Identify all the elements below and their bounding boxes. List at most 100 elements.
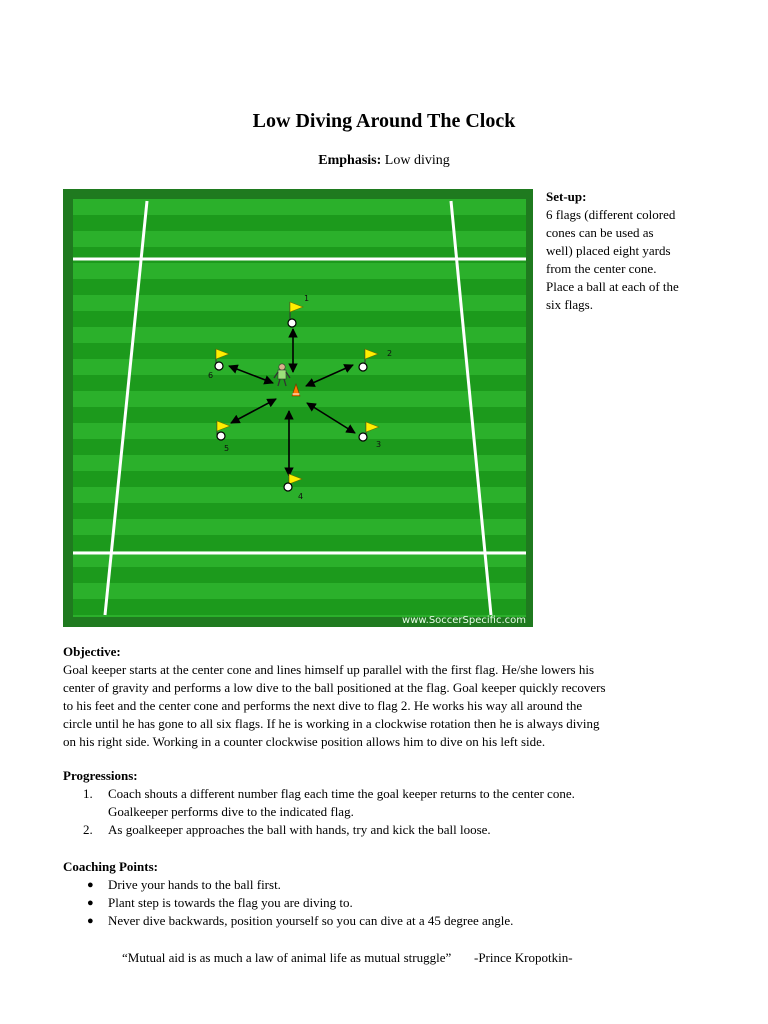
grass-stripe (73, 519, 526, 535)
list-item-text: Drive your hands to the ball first. (108, 877, 281, 892)
arrow-to-flag-5 (230, 398, 277, 424)
flag-1: 1 (287, 294, 309, 328)
objective-line: Goal keeper starts at the center cone an… (63, 662, 595, 677)
bullet-icon: ● (87, 879, 94, 891)
ball-icon (283, 482, 293, 492)
flag-6: 6 (208, 348, 230, 380)
watermark: www.SoccerSpecific.com (402, 615, 526, 626)
grass-stripe (73, 199, 526, 215)
list-item: ● Plant step is towards the flag you are… (63, 894, 723, 912)
grass-stripe (73, 279, 526, 295)
arrow-to-flag-3 (306, 402, 356, 434)
grass-stripe (73, 295, 526, 311)
grass-stripe (73, 263, 526, 279)
grass-stripe (73, 599, 526, 615)
flag-3: 3 (358, 421, 381, 449)
field-lines (73, 200, 526, 616)
list-item-text: Plant step is towards the flag you are d… (108, 895, 353, 910)
coaching-points-section: Coaching Points: ● Drive your hands to t… (63, 858, 723, 930)
flag-number: 3 (376, 440, 381, 449)
list-item-text: Never dive backwards, position yourself … (108, 913, 514, 928)
flag-4: 4 (283, 473, 303, 501)
emphasis-line: Emphasis: Low diving (0, 153, 768, 169)
setup-line: from the center cone. (546, 261, 657, 276)
flag-number: 2 (387, 349, 392, 358)
setup-line: well) placed eight yards (546, 243, 671, 258)
grass-stripe (73, 535, 526, 551)
closing-quote: “Mutual aid is as much a law of animal l… (122, 950, 573, 965)
flag-icon (289, 301, 304, 313)
grass-stripe (73, 407, 526, 423)
progressions-section: Progressions: 1. Coach shouts a differen… (63, 767, 723, 839)
grass-stripe (73, 359, 526, 375)
flag-icon (216, 420, 231, 432)
flag-2: 2 (358, 348, 392, 372)
drill-diagram: 1 2 3 4 5 6 (63, 189, 533, 627)
grass-stripe (73, 615, 526, 617)
grass-stripe (73, 551, 526, 567)
flag-icon (364, 348, 379, 360)
arrow-to-flag-6 (228, 364, 274, 385)
dive-arrows (228, 328, 356, 477)
list-item-line: Goalkeeper performs dive to the indicate… (108, 804, 354, 819)
page-title: Low Diving Around The Clock (252, 110, 516, 132)
ball-icon (358, 432, 368, 442)
grass-stripe (73, 503, 526, 519)
list-item: 2. As goalkeeper approaches the ball wit… (63, 821, 723, 839)
flag-icon (365, 421, 380, 433)
grass-stripe (73, 311, 526, 327)
ball-icon (214, 361, 224, 371)
grass-stripe (73, 343, 526, 359)
grass-stripe (73, 375, 526, 391)
setup-line: cones can be used as (546, 225, 654, 240)
grass-stripe (73, 439, 526, 455)
objective-line: center of gravity and performs a low div… (63, 680, 606, 695)
grass-stripe (73, 423, 526, 439)
objective-line: circle until he has gone to all six flag… (63, 716, 600, 731)
list-item: 1. Coach shouts a different number flag … (63, 785, 723, 821)
flag-icon (215, 348, 230, 360)
emphasis-value: Low diving (381, 153, 450, 168)
list-item: ● Never dive backwards, position yoursel… (63, 912, 723, 930)
list-item-line: Coach shouts a different number flag eac… (108, 786, 575, 801)
setup-heading: Set-up: (546, 189, 587, 204)
grass-stripe (73, 215, 526, 231)
setup-line: 6 flags (different colored (546, 207, 676, 222)
field-line-right (449, 200, 493, 616)
flag-number: 6 (208, 371, 213, 380)
list-number: 1. (83, 786, 93, 801)
objective-line: to his feet and the center cone and perf… (63, 698, 583, 713)
setup-line: Place a ball at each of the (546, 279, 679, 294)
bullet-icon: ● (87, 897, 94, 909)
flag-5: 5 (216, 420, 231, 453)
grass-stripe (73, 327, 526, 343)
grass-stripe (73, 583, 526, 599)
progressions-list: 1. Coach shouts a different number flag … (63, 785, 723, 839)
flag-number: 1 (304, 294, 309, 303)
ball-icon (216, 431, 226, 441)
field-line-left (103, 200, 149, 616)
setup-line: six flags. (546, 297, 593, 312)
flag-icon (288, 473, 303, 485)
list-number: 2. (83, 822, 93, 837)
grass-stripe (73, 567, 526, 583)
objective-heading: Objective: (63, 644, 121, 659)
arrow-to-flag-2 (305, 364, 354, 387)
emphasis-label: Emphasis: (318, 153, 382, 168)
list-item-line: As goalkeeper approaches the ball with h… (108, 822, 491, 837)
grass-stripe (73, 391, 526, 407)
objective-line: on his right side. Working in a counter … (63, 734, 546, 749)
flag-number: 5 (224, 444, 229, 453)
grass-stripes (73, 199, 526, 617)
grass-stripe (73, 455, 526, 471)
grass-stripe (73, 487, 526, 503)
list-item: ● Drive your hands to the ball first. (63, 876, 723, 894)
goalkeeper-icon (273, 363, 291, 387)
flag-number: 4 (298, 492, 303, 501)
progressions-heading: Progressions: (63, 768, 138, 783)
objective-section: Objective: Goal keeper starts at the cen… (63, 643, 723, 751)
ball-icon (358, 362, 368, 372)
coaching-list: ● Drive your hands to the ball first. ● … (63, 876, 723, 930)
ball-icon (287, 318, 297, 328)
bullet-icon: ● (87, 915, 94, 927)
